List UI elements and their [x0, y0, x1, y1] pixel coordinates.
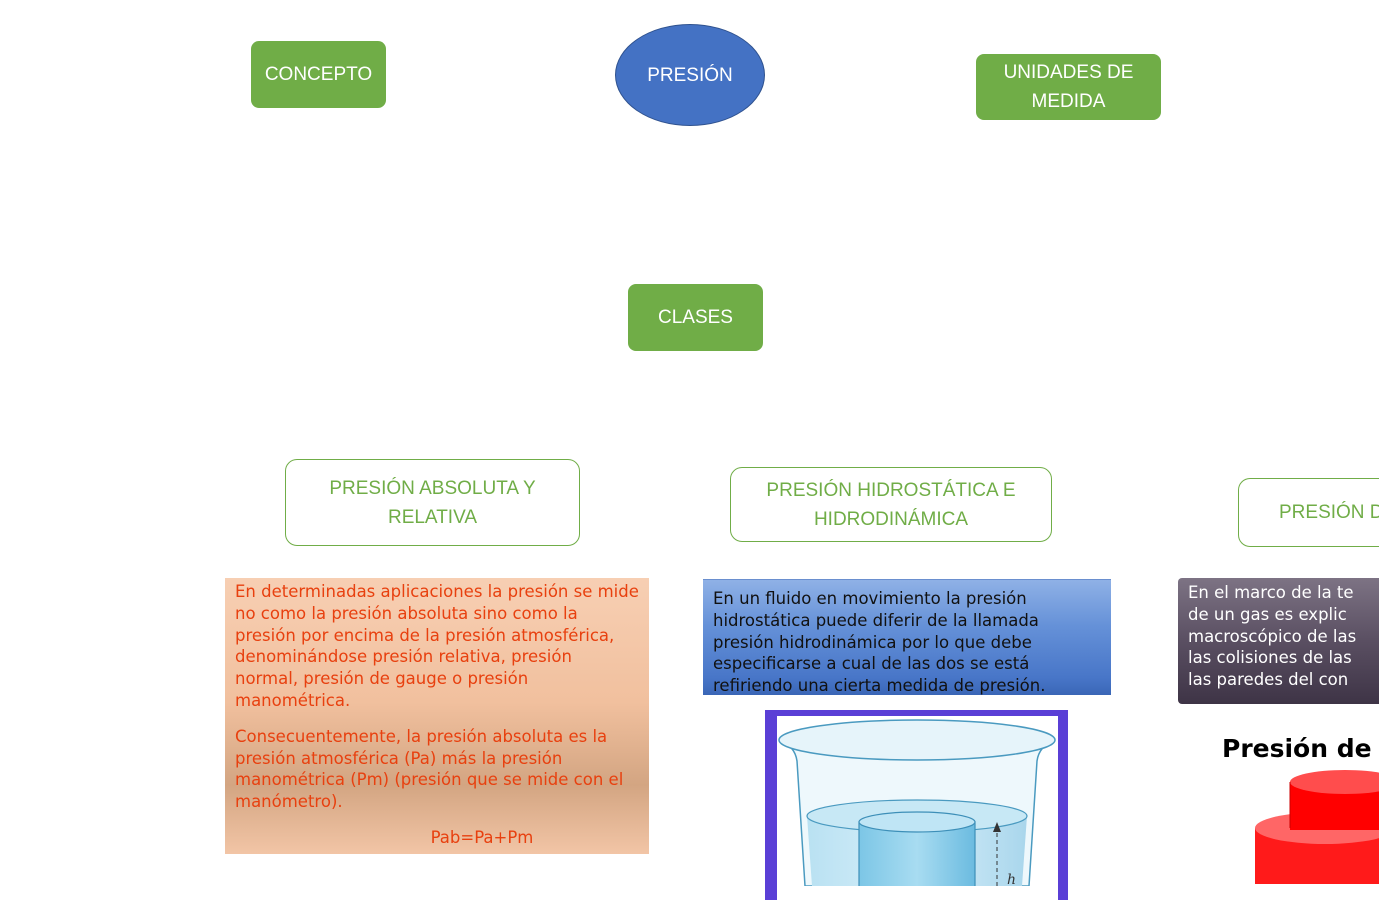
- absolute-relative-textbox: En determinadas aplicaciones la presión …: [225, 578, 649, 854]
- hydro-textbox: En un fluido en movimiento la presión hi…: [703, 579, 1111, 695]
- subtopic-hydrostatic-label: PRESIÓN HIDROSTÁTICA E HIDRODINÁMICA: [766, 479, 1016, 530]
- units-label: UNIDADES DE MEDIDA: [1003, 62, 1134, 112]
- beaker-illustration: h: [778, 719, 1056, 893]
- subtopic-gas-label: PRESIÓN D: [1279, 502, 1379, 523]
- units-node[interactable]: UNIDADES DE MEDIDA: [976, 54, 1161, 120]
- gas-cylinder-illustration: [1255, 770, 1379, 884]
- concept-label: CONCEPTO: [264, 64, 373, 85]
- gas-image-heading: Presión de u: [1222, 734, 1379, 763]
- beaker-image-frame: h: [765, 710, 1068, 900]
- pressure-center-label: PRESIÓN: [647, 64, 733, 86]
- gas-text-line: de un gas es explic: [1188, 604, 1347, 624]
- absolute-paragraph-2: Consecuentemente, la presión absoluta es…: [235, 726, 624, 812]
- subtopic-hydrostatic-hydrodynamic[interactable]: PRESIÓN HIDROSTÁTICA E HIDRODINÁMICA: [730, 467, 1052, 542]
- subtopic-absolute-relative-label: PRESIÓN ABSOLUTA Y RELATIVA: [329, 477, 536, 528]
- concept-node[interactable]: CONCEPTO: [251, 41, 386, 108]
- gas-textbox: En el marco de la te de un gas es explic…: [1178, 578, 1379, 704]
- absolute-formula: Pab=Pa+Pm: [430, 827, 534, 847]
- absolute-paragraph-1: En determinadas aplicaciones la presión …: [235, 582, 639, 710]
- beaker-height-label: h: [1007, 872, 1016, 886]
- gas-text-line: las colisiones de las: [1188, 648, 1352, 668]
- classes-label: CLASES: [658, 307, 733, 328]
- gas-text-line: macroscópico de las: [1188, 626, 1357, 646]
- beaker-image: h: [777, 716, 1058, 900]
- hydro-text: En un fluido en movimiento la presión hi…: [713, 589, 1046, 696]
- gas-text-line: las paredes del con: [1188, 670, 1349, 690]
- classes-node[interactable]: CLASES: [628, 284, 763, 351]
- gas-text-line: En el marco de la te: [1188, 583, 1354, 602]
- pressure-center-node[interactable]: PRESIÓN: [615, 24, 765, 126]
- subtopic-absolute-relative[interactable]: PRESIÓN ABSOLUTA Y RELATIVA: [285, 459, 580, 546]
- subtopic-gas-pressure[interactable]: PRESIÓN D: [1238, 478, 1379, 547]
